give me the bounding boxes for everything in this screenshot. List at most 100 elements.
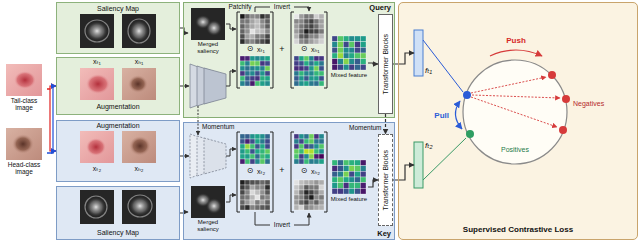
grid-cell — [299, 24, 304, 29]
label-text: Patchify — [228, 3, 251, 10]
grid-cell — [338, 177, 344, 183]
grid-cell — [260, 134, 265, 139]
grid-cell — [319, 154, 324, 159]
grid-cell — [309, 205, 314, 210]
grid-cell — [294, 39, 299, 44]
saliency-blob — [86, 21, 108, 41]
grid-cell — [349, 64, 355, 70]
grid-cell — [314, 24, 319, 29]
grid-cell — [309, 56, 314, 61]
encoder-layer — [204, 68, 226, 104]
grid-cell — [260, 180, 265, 185]
grid-cell — [360, 59, 366, 65]
label-text: Invert — [274, 221, 290, 228]
grid-cell — [240, 24, 245, 29]
grid-cell — [245, 29, 250, 34]
momentum-encoder-layer — [204, 138, 226, 174]
connector — [385, 114, 386, 134]
grid-cell — [294, 76, 299, 81]
node-text: Key — [377, 230, 391, 238]
grid-cell — [304, 154, 309, 159]
grid-cell — [343, 53, 349, 59]
lesion — [12, 134, 34, 154]
feature-map — [332, 36, 366, 70]
grid-cell — [240, 76, 245, 81]
grid-cell — [304, 190, 309, 195]
grid-cell — [319, 39, 324, 44]
push-line — [471, 77, 546, 93]
grid-cell — [265, 56, 270, 61]
grid-cell — [245, 81, 250, 86]
grid-cell — [294, 61, 299, 66]
push-line — [471, 97, 557, 127]
grid-cell — [309, 134, 314, 139]
grid-cell — [255, 195, 260, 200]
grid-cell — [314, 149, 319, 154]
grid-cell — [255, 154, 260, 159]
label-text: ⊙ — [301, 167, 308, 176]
query-point — [463, 91, 471, 99]
merged-saliency: Merged saliency — [188, 186, 228, 238]
grid-cell — [349, 47, 355, 53]
grid-cell — [250, 29, 255, 34]
image-node: Head-class image — [1, 128, 47, 178]
grid-cell — [245, 71, 250, 76]
grid-cell — [299, 66, 304, 71]
grid-cell — [355, 166, 361, 172]
panel-fill — [183, 2, 395, 118]
merged-saliency-image — [191, 186, 225, 218]
grid-cell — [314, 61, 319, 66]
grid-cell — [304, 14, 309, 19]
saliency-blob — [206, 20, 222, 36]
grid-cell — [314, 56, 319, 61]
node-text: Transformer Blocks — [382, 150, 390, 210]
feature-vector: fₜ₂ — [414, 142, 440, 188]
grid-cell — [299, 144, 304, 149]
grid-cell — [265, 149, 270, 154]
grid-cell — [349, 188, 355, 194]
grid-cell — [319, 14, 324, 19]
node-text: Supervised Contrastive Loss — [463, 226, 573, 235]
grid-cell — [265, 24, 270, 29]
grid-cell — [304, 205, 309, 210]
grid-cell — [260, 81, 265, 86]
grid-cell — [319, 200, 324, 205]
grid-cell — [319, 159, 324, 164]
invert-arrow — [255, 212, 270, 225]
grid-cell — [299, 139, 304, 144]
image-node: Tail-class image — [1, 64, 47, 114]
grid-cell — [332, 53, 338, 59]
grid-cell — [309, 200, 314, 205]
grid-cell — [265, 200, 270, 205]
grid-cell — [355, 188, 361, 194]
node-text: Mixed feature — [331, 196, 367, 203]
grid-cell — [294, 190, 299, 195]
grid-cell — [240, 34, 245, 39]
grid-cell — [304, 71, 309, 76]
grid-cell — [319, 66, 324, 71]
edge-label: Momentum — [349, 124, 382, 131]
grid-cell — [260, 14, 265, 19]
saliency-panel: Saliency Map — [56, 2, 180, 54]
grid-cell — [255, 180, 260, 185]
grid-cell — [355, 59, 361, 65]
panel-fill — [378, 14, 393, 114]
saliency-patches — [240, 180, 270, 210]
connector — [47, 86, 56, 153]
grid-cell — [260, 56, 265, 61]
grid-cell — [260, 185, 265, 190]
grid-cell — [309, 34, 314, 39]
grid-cell — [260, 154, 265, 159]
grid-cell — [245, 39, 250, 44]
grid-cell — [299, 195, 304, 200]
grid-cell — [265, 71, 270, 76]
grid-cell — [309, 39, 314, 44]
grid-cell — [304, 200, 309, 205]
label-text: ⊙ — [247, 167, 254, 176]
grid-cell — [265, 159, 270, 164]
grid-cell — [260, 159, 265, 164]
grid-cell — [245, 66, 250, 71]
flow-arrow — [180, 86, 189, 87]
grid-cell — [319, 190, 324, 195]
